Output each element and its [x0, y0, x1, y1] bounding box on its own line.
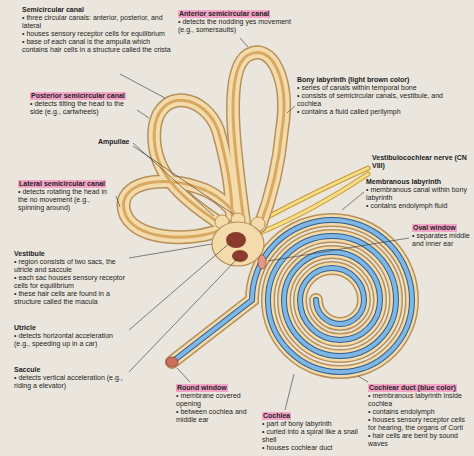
- label-group: Bony labyrinth (light brown color)• seri…: [297, 76, 457, 116]
- note: • membrane covered opening: [176, 392, 262, 408]
- note: • part of bony labyrinth: [262, 420, 362, 428]
- part-name: Posterior semicircular canal: [30, 92, 126, 100]
- part-name: Utricle: [14, 324, 126, 332]
- part-name: Ampullae: [98, 138, 138, 146]
- note: • detects vertical acceleration (e.g., r…: [14, 374, 126, 390]
- part-name: Oval window: [412, 224, 457, 232]
- note: • contains a fluid called perilymph: [297, 108, 457, 116]
- part-name: Membranous labyrinth: [366, 178, 470, 186]
- part-name: Vestibulocochlear nerve (CN VIII): [372, 154, 467, 170]
- semicircular-canals: [123, 52, 284, 237]
- note: • separates middle and inner ear: [412, 232, 470, 248]
- label-group: Posterior semicircular canal• detects ti…: [30, 92, 134, 116]
- note: • between cochlea and middle ear: [176, 408, 262, 424]
- part-name: Saccule: [14, 366, 126, 374]
- label-group: Ampullae: [98, 138, 138, 146]
- note: • houses sensory receptor cells for equi…: [22, 30, 172, 38]
- note: • series of canals within temporal bone: [297, 84, 457, 92]
- note: • membranous canal within bony labyrinth: [366, 186, 470, 202]
- label-group: Cochlea• part of bony labyrinth• curled …: [262, 412, 362, 452]
- note: • these hair cells are found in a struct…: [14, 290, 126, 306]
- note: • detects horizontal acceleration (e.g.,…: [14, 332, 126, 348]
- note: • base of each canal is the ampulla whic…: [22, 38, 172, 54]
- label-group: Saccule• detects vertical acceleration (…: [14, 366, 126, 390]
- part-name: Anterior semicircular canal: [178, 10, 270, 18]
- label-group: Lateral semicircular canal• detects rota…: [18, 180, 114, 212]
- note: • consists of semicircular canals, vesti…: [297, 92, 457, 108]
- label-group: Utricle• detects horizontal acceleration…: [14, 324, 126, 348]
- part-name: Cochlea: [262, 412, 291, 420]
- part-name: Lateral semicircular canal: [18, 180, 106, 188]
- part-name: Round window: [176, 384, 228, 392]
- note: • contains endolymph fluid: [366, 202, 470, 210]
- label-group: Round window• membrane covered opening• …: [176, 384, 262, 424]
- label-group: Semicircular canal• three circular canal…: [22, 6, 172, 54]
- note: • houses cochlear duct: [262, 444, 362, 452]
- part-name: Semicircular canal: [22, 6, 172, 14]
- note: • curled into a spiral like a snail shel…: [262, 428, 362, 444]
- label-group: Vestibulocochlear nerve (CN VIII): [372, 154, 467, 170]
- label-group: Anterior semicircular canal• detects the…: [178, 10, 296, 34]
- part-name: Cochlear duct (blue color): [368, 384, 457, 392]
- note: • three circular canals: anterior, poste…: [22, 14, 172, 30]
- note: • region consists of two sacs, the utric…: [14, 258, 126, 274]
- part-name: Vestibule: [14, 250, 126, 258]
- label-group: Vestibule• region consists of two sacs, …: [14, 250, 126, 306]
- note: • houses sensory receptor cells for hear…: [368, 416, 472, 432]
- part-name: Bony labyrinth (light brown color): [297, 76, 457, 84]
- label-group: Cochlear duct (blue color)• membranous l…: [368, 384, 472, 448]
- note: • each sac houses sensory receptor cells…: [14, 274, 126, 290]
- label-group: Oval window• separates middle and inner …: [412, 224, 470, 248]
- note: • membranous labyrinth inside cochlea: [368, 392, 472, 408]
- note: • detects tilting the head to the side (…: [30, 100, 134, 116]
- label-group: Membranous labyrinth• membranous canal w…: [366, 178, 470, 210]
- note: • detects rotating the head in the no mo…: [18, 188, 114, 212]
- note: • detects the nodding yes movement (e.g.…: [178, 18, 296, 34]
- cochlea: [172, 220, 412, 372]
- vestibule: [166, 222, 266, 367]
- note: • hair cells are bent by sound waves: [368, 432, 472, 448]
- note: • contains endolymph: [368, 408, 472, 416]
